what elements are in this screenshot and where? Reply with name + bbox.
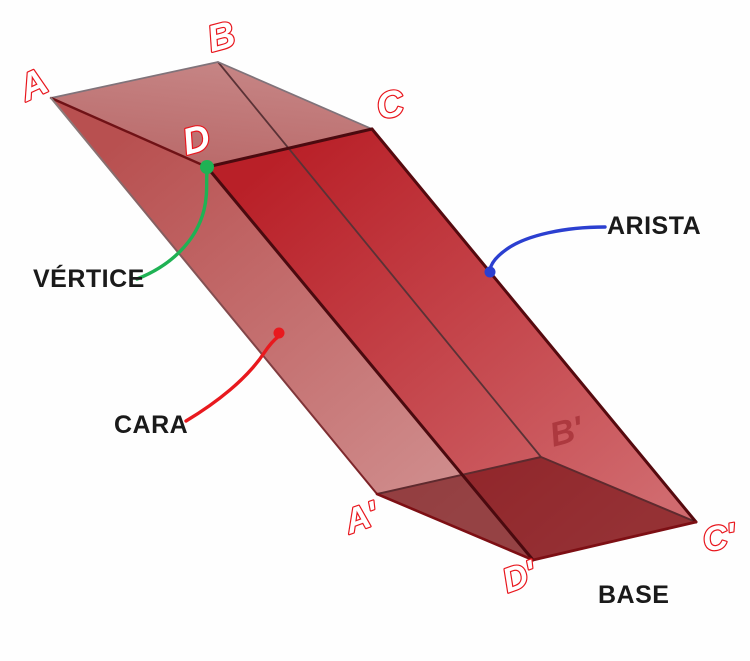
vertice-label: VÉRTICE [33,264,145,293]
edge-a-b [50,61,219,99]
vertex-label-c-prime: C' [700,516,741,559]
cara-dot [273,327,285,339]
arista-label: ARISTA [607,212,701,240]
edge-a-d [49,96,209,169]
arista-leader-line [488,225,607,272]
edge-aprime-bprime [376,456,542,495]
annotation-leaders [135,160,607,423]
feature-labels: VÉRTICE ARISTA CARA BASE [33,212,701,609]
vertex-label-a: A [12,60,54,109]
base-label: BASE [598,581,669,609]
top-face [51,62,372,167]
outline-edges [49,61,698,562]
left-face-cara [51,98,533,560]
vertex-label-a-prime: A' [339,494,385,542]
edge-c-cprime [370,127,698,524]
edge-b-c [217,61,373,130]
base-face-seen-through [377,457,696,560]
edge-dprime-aprime [375,492,535,562]
vertice-dot [200,160,214,174]
hidden-edges [217,61,697,523]
arista-dot [484,266,496,278]
vertex-label-b: B [203,13,239,60]
vertex-label-c: C [373,81,409,127]
edge-d-dprime [205,165,535,562]
cara-label: CARA [114,411,188,439]
right-face [207,129,696,560]
edge-b-bprime [217,61,542,458]
cara-leader-line [184,334,281,423]
edge-cprime-dprime [531,520,698,562]
vertex-labels: A B C D A' B' C' D' [10,12,741,602]
edge-a-aprime [50,97,378,495]
edge-bprime-cprime [540,456,697,523]
prism-faces [51,62,696,560]
edge-d-c [205,127,374,169]
vertice-leader-line [135,170,209,281]
